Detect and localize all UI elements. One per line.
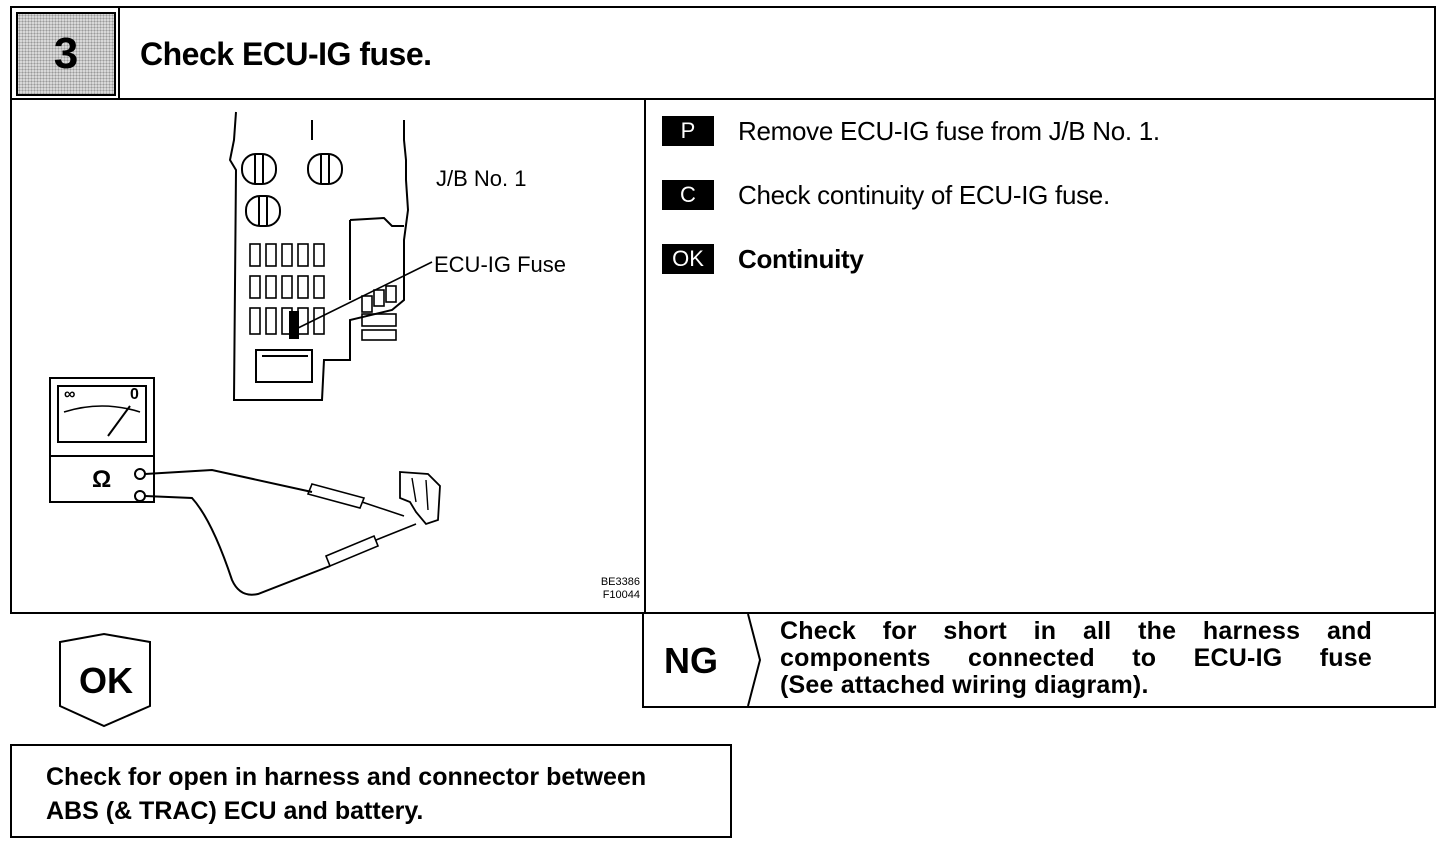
step-number: 3	[53, 29, 79, 78]
step-text: Continuity	[738, 244, 864, 274]
step-text: Check continuity of ECU-IG fuse.	[738, 180, 1110, 210]
ng-line-3: (See attached wiring diagram).	[780, 671, 1149, 699]
figure-code-1: BE3386	[600, 576, 640, 588]
step-text: Remove ECU-IG fuse from J/B No. 1.	[738, 116, 1160, 146]
ok-arrow: OK	[54, 632, 158, 732]
ng-chevron	[747, 614, 762, 707]
ng-instruction: Check for short in all the harness and c…	[780, 618, 1372, 699]
step-item: C Check continuity of ECU-IG fuse.	[662, 176, 1422, 240]
step-list: P Remove ECU-IG fuse from J/B No. 1. C C…	[662, 112, 1422, 304]
ok-label: OK	[79, 660, 133, 701]
ng-result-box: NG Check for short in all the harness an…	[642, 614, 1436, 708]
ng-line-1: Check for short in all the harness and	[780, 617, 1372, 645]
step-item: P Remove ECU-IG fuse from J/B No. 1.	[662, 112, 1422, 176]
ok-line-1: Check for open in harness and connector …	[46, 763, 647, 791]
figure-code: BE3386 F10044	[572, 576, 640, 602]
procedure-panel: J/B No. 1 ECU-IG Fuse ∞ 0 Ω BE3386 F1004…	[10, 98, 1436, 614]
meter-infinity-label: ∞	[64, 386, 76, 403]
junction-block-diagram	[49, 111, 441, 596]
ng-label: NG	[664, 640, 718, 681]
step-badge-c: C	[662, 180, 714, 210]
step-header: 3 Check ECU-IG fuse.	[10, 6, 1436, 100]
ok-line-2: ABS (& TRAC) ECU and battery.	[46, 797, 424, 825]
ok-result-box: Check for open in harness and connector …	[10, 744, 732, 838]
fuse-label: ECU-IG Fuse	[434, 252, 567, 277]
page-title: Check ECU-IG fuse.	[140, 36, 432, 72]
meter-zero-label: 0	[130, 386, 139, 403]
ng-line-2: components connected to ECU-IG fuse	[780, 644, 1372, 672]
step-item: OK Continuity	[662, 240, 1422, 304]
header-divider	[118, 8, 120, 98]
ok-instruction: Check for open in harness and connector …	[46, 760, 646, 828]
ohm-symbol: Ω	[92, 466, 112, 493]
step-badge-ok: OK	[662, 244, 714, 274]
inspection-illustration: J/B No. 1 ECU-IG Fuse ∞ 0 Ω BE3386 F1004…	[12, 100, 644, 612]
step-badge-p: P	[662, 116, 714, 146]
figure-code-2: F10044	[602, 589, 640, 601]
jb-label: J/B No. 1	[436, 166, 527, 191]
ok-arrow-shape	[59, 632, 151, 728]
step-number-box: 3	[16, 12, 116, 96]
panel-divider	[644, 100, 646, 612]
